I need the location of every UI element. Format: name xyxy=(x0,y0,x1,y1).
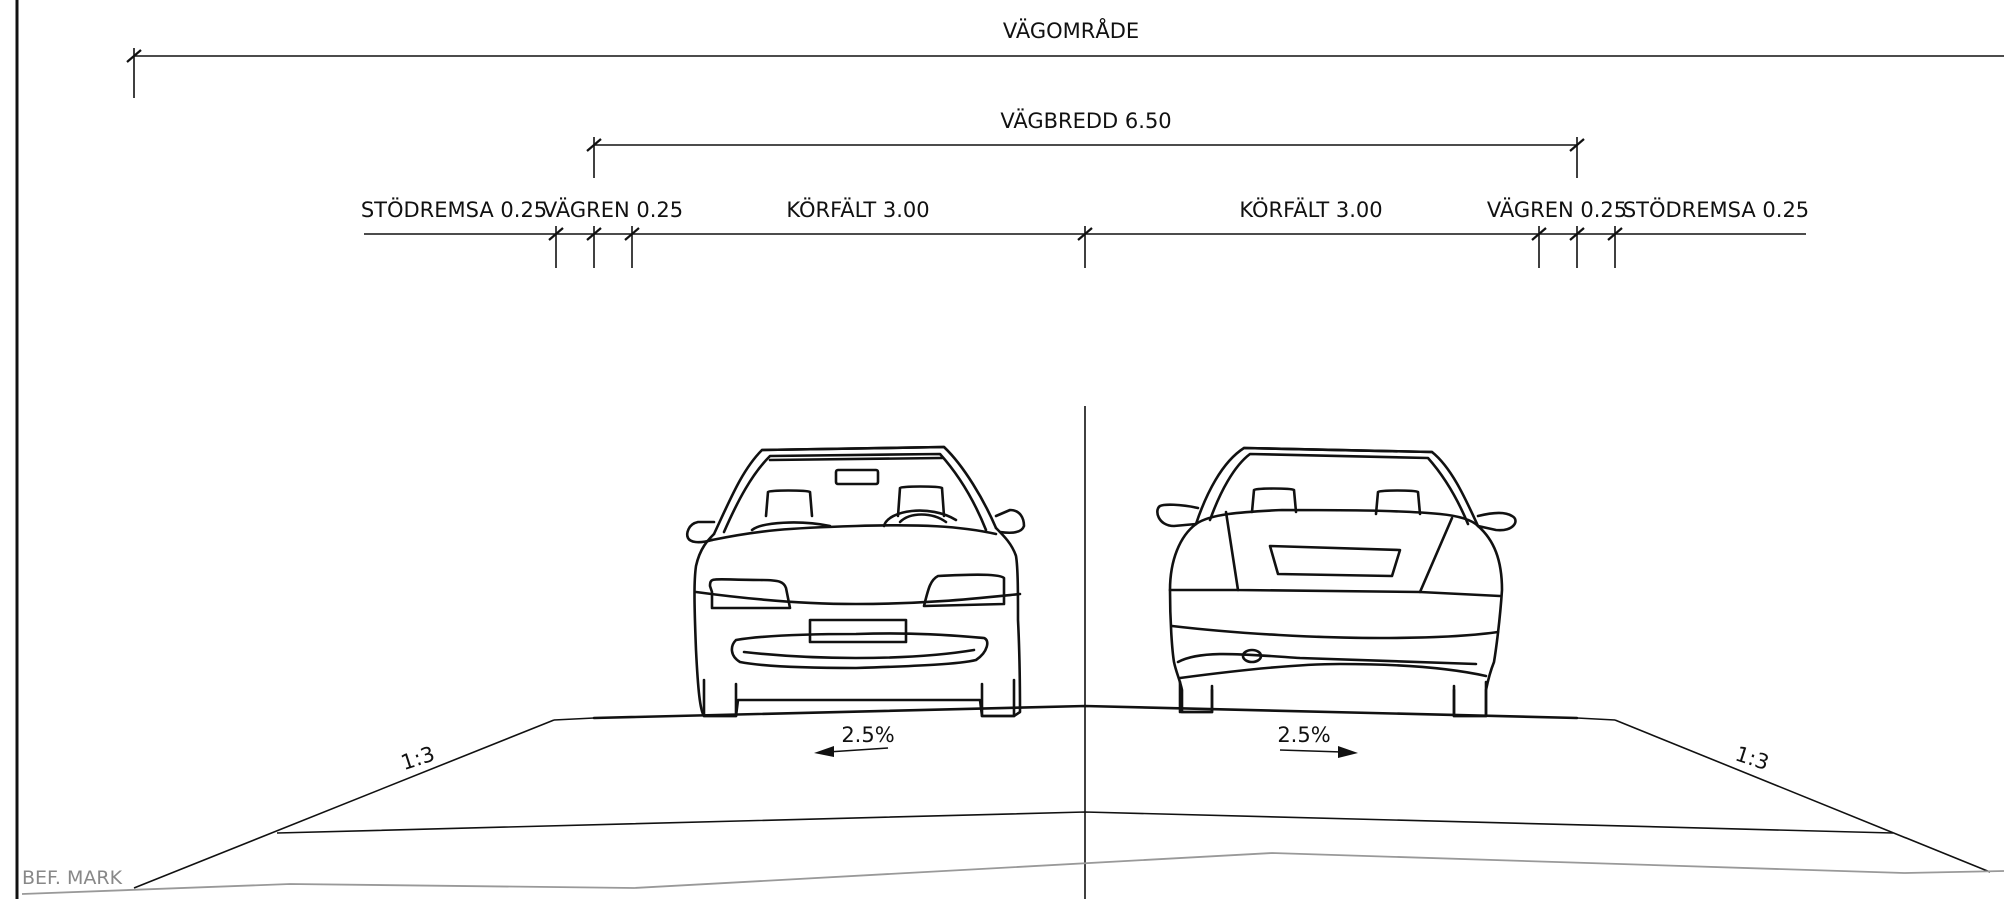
vagomrade-dimension xyxy=(126,48,2004,98)
korfalt-left-label: KÖRFÄLT 3.00 xyxy=(786,197,929,222)
slope-right-arrow xyxy=(1279,746,1358,758)
vagbredd-dimension xyxy=(586,137,1585,178)
slope-right-label: 2.5% xyxy=(1277,723,1330,747)
vagren-right-label: VÄGREN 0.25 xyxy=(1487,197,1627,222)
embankment-left-label: 1:3 xyxy=(398,742,438,775)
car-rear-icon xyxy=(1156,446,1517,718)
slope-left-arrow xyxy=(814,746,889,757)
vagren-left-label: VÄGREN 0.25 xyxy=(543,197,683,222)
stodremsa-left-label: STÖDREMSA 0.25 xyxy=(361,197,547,222)
lane-dimension xyxy=(364,226,1806,268)
existing-ground-line xyxy=(21,852,2004,895)
vagbredd-label: VÄGBREDD 6.50 xyxy=(1000,108,1171,133)
ground-label: BEF. MARK xyxy=(22,867,123,889)
vagomrade-label: VÄGOMRÅDE xyxy=(1003,17,1139,43)
car-front-icon xyxy=(686,445,1026,718)
road-surface xyxy=(133,704,1991,889)
stodremsa-right-label: STÖDREMSA 0.25 xyxy=(1623,197,1809,222)
korfalt-right-label: KÖRFÄLT 3.00 xyxy=(1239,197,1382,222)
slope-left-label: 2.5% xyxy=(841,723,894,747)
